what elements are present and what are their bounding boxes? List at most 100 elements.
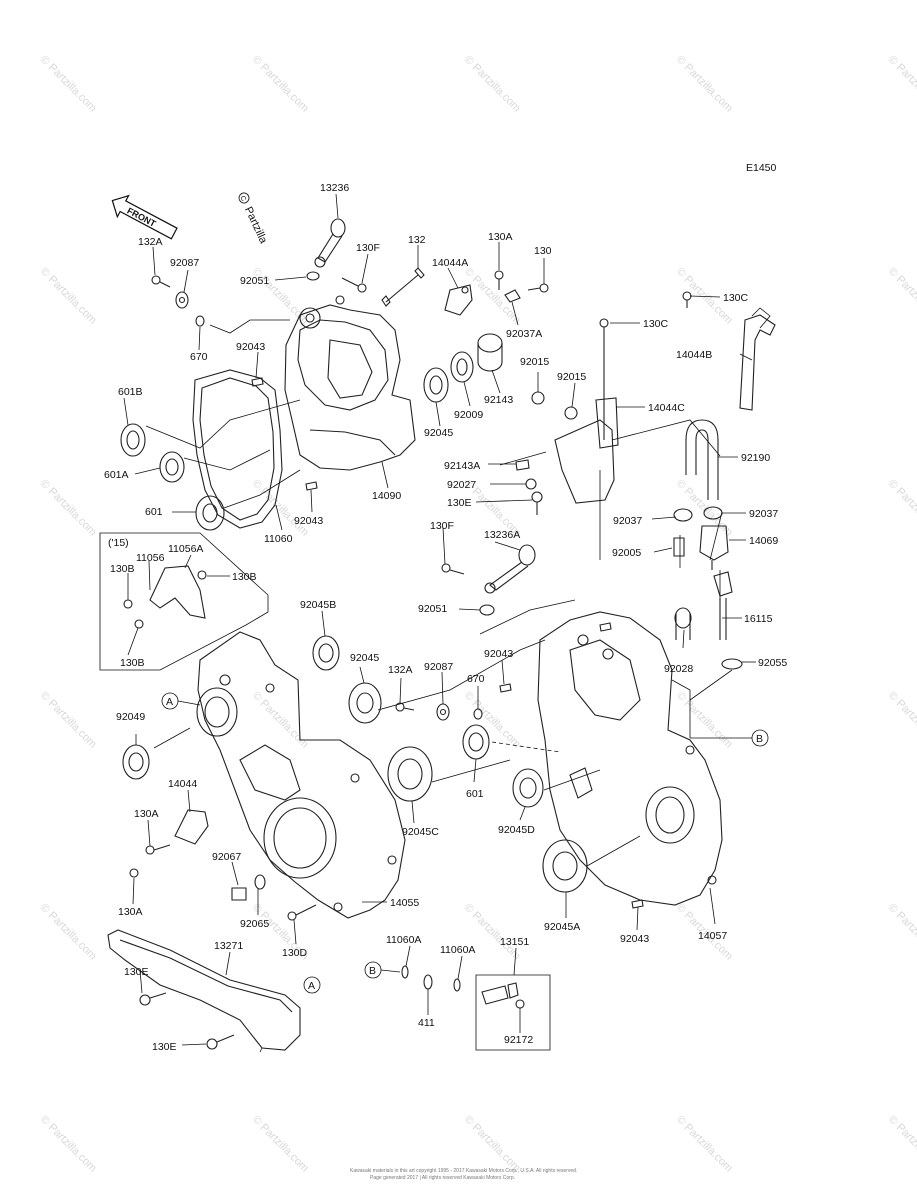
label-130C-top: 130C bbox=[723, 292, 749, 304]
label-14044B: 14044B bbox=[676, 349, 712, 361]
watermark-text: © Partzilla.com bbox=[674, 690, 735, 751]
watermark-text: © Partzilla.com bbox=[886, 690, 917, 751]
watermark-text: © Partzilla.com bbox=[38, 902, 99, 963]
label-130E-top: 130E bbox=[447, 497, 472, 509]
label-130A-bottom: 130A bbox=[118, 906, 143, 918]
label-130B-right: 130B bbox=[232, 571, 257, 583]
watermark-text: © Partzilla.com bbox=[674, 478, 735, 539]
callout-a-upper-label: A bbox=[166, 696, 173, 708]
label-92143A: 92143A bbox=[444, 460, 480, 472]
plug-92067 bbox=[231, 887, 247, 901]
oil-seal-601A bbox=[159, 451, 185, 483]
watermark-text: © Partzilla.com bbox=[250, 54, 311, 115]
label-14057: 14057 bbox=[698, 930, 727, 942]
label-92015-left: 92015 bbox=[520, 356, 549, 368]
o-ring-92055 bbox=[721, 658, 743, 670]
callout-b-lower: B bbox=[364, 961, 382, 979]
callout-b-right: B bbox=[751, 729, 769, 747]
assembly-guide-lines bbox=[145, 307, 771, 867]
watermark-text: © Partzilla.com bbox=[462, 690, 523, 751]
breather-tank-14069 bbox=[699, 525, 729, 570]
label-130A-mid: 130A bbox=[134, 808, 159, 820]
collar-92028 bbox=[674, 607, 692, 640]
watermark-text: © Partzilla.com bbox=[38, 266, 99, 327]
label-14044C: 14044C bbox=[648, 402, 685, 414]
copyright-footer-line2: Page generated 2017 | All rights reserve… bbox=[370, 1175, 515, 1181]
watermark-text: © Partzilla.com bbox=[462, 54, 523, 115]
bolt-130A-lower-b bbox=[129, 868, 139, 878]
label-92037-left: 92037 bbox=[613, 515, 642, 527]
dipstick-16115 bbox=[713, 571, 733, 640]
label-92045B: 92045B bbox=[300, 599, 336, 611]
label-92043-bottom: 92043 bbox=[620, 933, 649, 945]
copyright-watermark-text: Partzilla bbox=[242, 205, 270, 246]
diagram-code: E1450 bbox=[746, 162, 777, 174]
copyright-watermark: C Partzilla bbox=[238, 192, 270, 246]
label-92028: 92028 bbox=[664, 663, 693, 675]
label-92009: 92009 bbox=[454, 409, 483, 421]
o-ring-92172 bbox=[515, 999, 525, 1009]
dowel-92043-bottom bbox=[631, 899, 644, 909]
label-14090: 14090 bbox=[372, 490, 401, 502]
copyright-footer-line1: Kawasaki materials in this art copyright… bbox=[350, 1168, 577, 1174]
breather-plate-14044C bbox=[554, 397, 619, 504]
watermark-text: © Partzilla.com bbox=[250, 478, 311, 539]
bracket-14044B bbox=[739, 314, 776, 411]
label-130C-mid: 130C bbox=[643, 318, 669, 330]
bearing-92045-mid bbox=[348, 682, 382, 724]
washer-92051-mid bbox=[479, 604, 495, 616]
bracket-14044 bbox=[174, 809, 209, 845]
label-92027: 92027 bbox=[447, 479, 476, 491]
crankcase-left-14055 bbox=[196, 631, 406, 919]
label-670-mid: 670 bbox=[467, 673, 485, 685]
watermark-text: © Partzilla.com bbox=[38, 54, 99, 115]
label-411: 411 bbox=[418, 1017, 435, 1029]
label-92055: 92055 bbox=[758, 657, 787, 669]
dowel-92043-lower bbox=[499, 683, 512, 693]
callout-a-upper: A bbox=[161, 692, 179, 710]
bolt-130E-lower-b bbox=[206, 1034, 235, 1050]
label-601B: 601B bbox=[118, 386, 143, 398]
label-130B-left: 130B bbox=[110, 563, 135, 575]
bearing-92045-upper bbox=[423, 367, 449, 403]
year-note: ('15) bbox=[108, 537, 129, 549]
year-15-group-box: ('15) bbox=[99, 532, 269, 671]
watermark-text: © Partzilla.com bbox=[250, 690, 311, 751]
bolt-130C-top bbox=[682, 291, 692, 308]
shift-arm-13236 bbox=[314, 218, 346, 268]
label-92045A: 92045A bbox=[544, 921, 580, 933]
label-92045D: 92045D bbox=[498, 824, 535, 836]
bolt-132 bbox=[381, 267, 425, 307]
o-ring-11060A-b bbox=[453, 978, 461, 992]
label-92037-right: 92037 bbox=[749, 508, 778, 520]
watermark-text: © Partzilla.com bbox=[886, 54, 917, 115]
label-11056: 11056 bbox=[136, 552, 165, 564]
switch-13151 bbox=[481, 982, 519, 1005]
bearing-92045D bbox=[512, 768, 544, 808]
label-92172: 92172 bbox=[504, 1034, 533, 1046]
bracket-14044A bbox=[444, 284, 473, 316]
nut-92015-a bbox=[531, 391, 545, 405]
label-92045-top: 92045 bbox=[424, 427, 453, 439]
label-130F-top: 130F bbox=[356, 242, 380, 254]
leader-lines bbox=[123, 193, 756, 1053]
label-14055: 14055 bbox=[390, 897, 419, 909]
dowel-92143A bbox=[515, 459, 530, 471]
label-92045-mid: 92045 bbox=[350, 652, 379, 664]
bearing-92045C bbox=[387, 746, 433, 802]
hose-92190 bbox=[685, 419, 719, 500]
o-ring-11060A-a bbox=[401, 965, 409, 979]
bearing-92045A bbox=[542, 839, 588, 893]
watermark-text: © Partzilla.com bbox=[38, 690, 99, 751]
clamp-92037-left bbox=[673, 508, 693, 522]
bolt-130A-upper bbox=[494, 270, 504, 290]
label-130D: 130D bbox=[282, 947, 308, 959]
label-601A: 601A bbox=[104, 469, 129, 481]
oil-seal-92049 bbox=[122, 744, 150, 780]
label-16115: 16115 bbox=[744, 613, 773, 625]
oil-seal-601-mid bbox=[462, 724, 490, 760]
nut-92027 bbox=[525, 478, 537, 490]
watermark-text: © Partzilla.com bbox=[462, 1114, 523, 1175]
label-601-mid: 601 bbox=[466, 788, 484, 800]
